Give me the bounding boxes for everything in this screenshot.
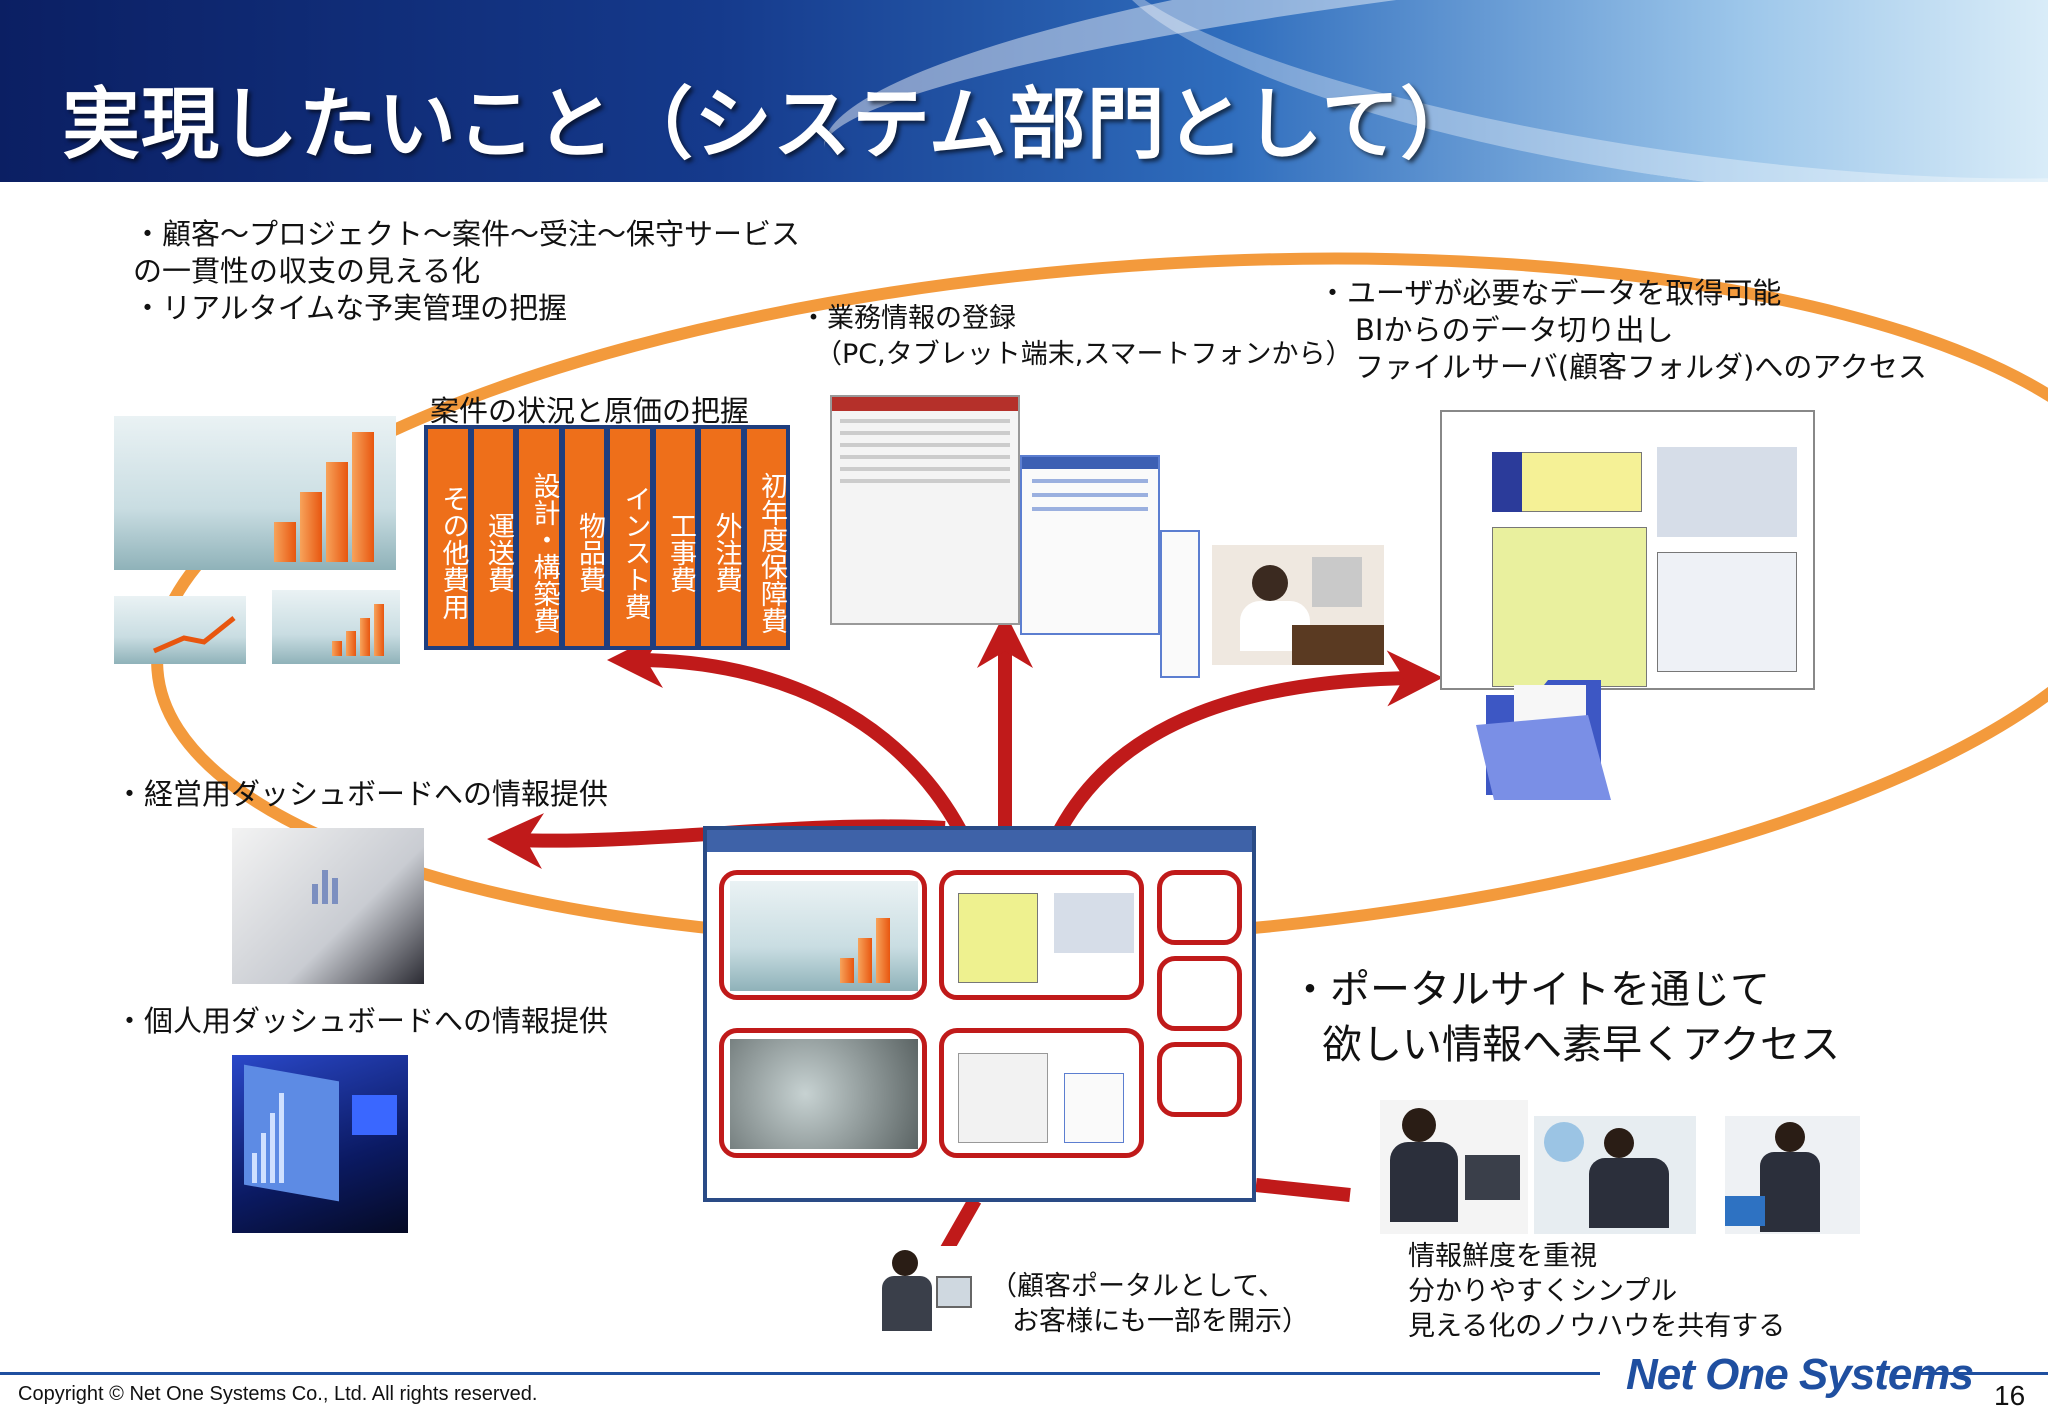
- city-chart-small-image-2: [272, 590, 400, 664]
- monitor-image: [232, 1055, 408, 1233]
- note-user-1: ・ユーザが必要なデータを取得可能: [1318, 276, 1782, 310]
- page-number: 16: [1994, 1380, 2026, 1411]
- note-personal-dashboard: ・個人用ダッシュボードへの情報提供: [115, 1004, 609, 1038]
- note-freshness-2: 分かりやすくシンプル: [1408, 1276, 1678, 1307]
- portal-panel-empty-2[interactable]: [1157, 956, 1242, 1031]
- person-at-computer-icon: [878, 1246, 978, 1338]
- portal-panel-empty-3[interactable]: [1157, 1042, 1242, 1117]
- cost-breakdown: その他費用 運送費 設計・構築費 物品費 インスト費 工事費 外注費 初年度保障…: [424, 425, 790, 650]
- note-customer-portal-2: お客様にも一部を開示）: [1012, 1306, 1309, 1337]
- footer-line: [0, 1372, 1600, 1375]
- business-form-screenshot-3: [1160, 530, 1200, 678]
- cost-design-build: 設計・構築費: [519, 429, 560, 646]
- person-at-desk-image: [1212, 545, 1384, 665]
- portal-panel-bi[interactable]: [939, 870, 1144, 1000]
- portal-panel-empty-1[interactable]: [1157, 870, 1242, 945]
- cost-install: インスト費: [610, 429, 651, 646]
- portal-window: [703, 826, 1256, 1202]
- note-top-left-2: の一貫性の収支の見える化: [133, 254, 481, 288]
- city-chart-small-image: [114, 596, 246, 664]
- business-form-screenshot: [830, 395, 1020, 625]
- copyright: Copyright © Net One Systems Co., Ltd. Al…: [18, 1383, 538, 1405]
- worker-laptop-image: [1380, 1100, 1528, 1234]
- note-top-left-1: ・顧客～プロジェクト～案件～受注～保守サービス: [133, 217, 801, 251]
- slide-title: 実現したいこと（システム部門として）: [62, 80, 1480, 170]
- bi-report-screenshot: [1440, 410, 1815, 690]
- note-user-2: BIからのデータ切り出し: [1355, 313, 1674, 347]
- cost-outsourcing: 外注費: [701, 429, 742, 646]
- portal-panel-forms[interactable]: [939, 1028, 1144, 1158]
- arrow-to-bi: [1053, 650, 1443, 834]
- note-freshness-3: 見える化のノウハウを共有する: [1408, 1311, 1786, 1342]
- line-to-workers: [1255, 1178, 1351, 1202]
- portal-panel-dashboard[interactable]: [719, 1028, 927, 1158]
- portal-panel-cost[interactable]: [719, 870, 927, 1000]
- cost-first-year-warranty: 初年度保障費: [746, 429, 787, 646]
- note-business-2: （PC,タブレット端末,スマートフォンから）: [815, 339, 1353, 370]
- worker-standing-image: [1725, 1116, 1860, 1234]
- city-chart-image: [114, 416, 396, 570]
- arrow-to-cost: [607, 632, 967, 834]
- worker-train-image: [1534, 1116, 1696, 1234]
- note-freshness-1: 情報鮮度を重視: [1408, 1241, 1597, 1272]
- note-top-left-3: ・リアルタイムな予実管理の把握: [133, 291, 568, 325]
- footer-line-right: [1916, 1372, 2048, 1375]
- note-mgmt-dashboard: ・経営用ダッシュボードへの情報提供: [115, 777, 609, 811]
- cost-other: その他費用: [428, 429, 469, 646]
- folder-icon: [1476, 655, 1616, 805]
- cost-shipping: 運送費: [473, 429, 514, 646]
- business-form-screenshot-2: [1020, 455, 1160, 635]
- cost-goods: 物品費: [564, 429, 605, 646]
- note-business-1: ・業務情報の登録: [800, 303, 1016, 334]
- dashboard-image: [232, 828, 424, 984]
- cost-construction: 工事費: [655, 429, 696, 646]
- net-one-systems-logo: Net One Systems: [1626, 1350, 1974, 1399]
- header-banner: 実現したいこと（システム部門として）: [0, 0, 2048, 182]
- note-portal-1: ・ポータルサイトを通じて: [1290, 967, 1770, 1013]
- note-customer-portal-1: （顧客ポータルとして、: [990, 1271, 1285, 1302]
- portal-title-bar: [707, 830, 1252, 852]
- note-user-3: ファイルサーバ(顧客フォルダ)へのアクセス: [1355, 350, 1927, 384]
- note-portal-2: 欲しい情報へ素早くアクセス: [1322, 1022, 1840, 1068]
- cost-heading: 案件の状況と原価の把握: [430, 394, 750, 428]
